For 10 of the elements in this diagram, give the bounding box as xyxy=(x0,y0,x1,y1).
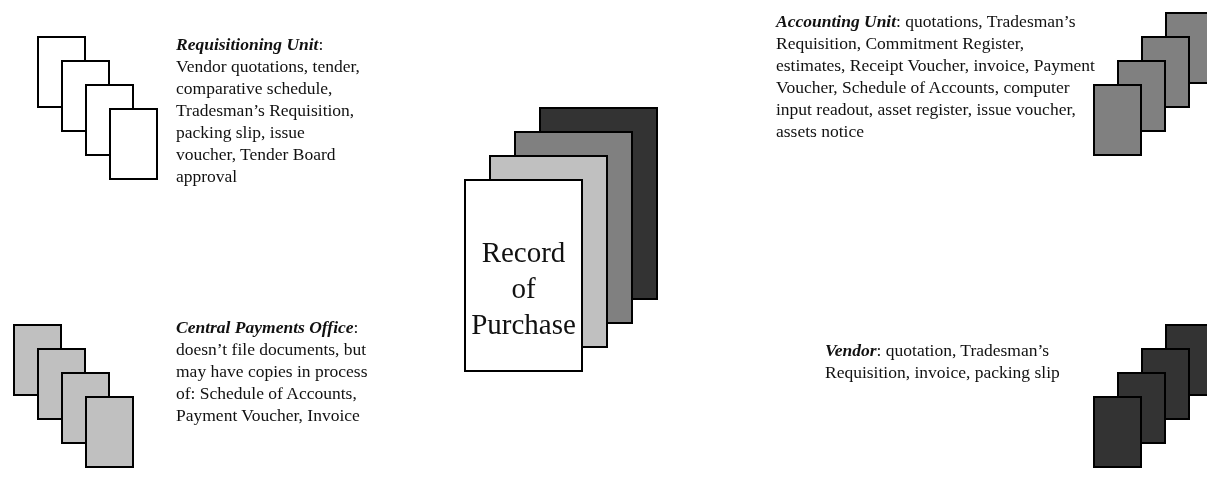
node-text: Record of Purchase xyxy=(470,234,577,342)
description-text: Vendor: quotation, Tradesman’s Requisition, invoice, packing slip xyxy=(825,339,1061,383)
document-stack xyxy=(464,107,658,372)
document-stack xyxy=(37,36,158,180)
description-text: Requisitioning Unit: Vendor quotations, tender, comparative schedule, Tradesman’s Requisition, packing slip, issue voucher, Tender Board approval xyxy=(176,33,361,187)
document-stack xyxy=(1093,324,1207,468)
description-text: Accounting Unit: quotations, Tradesman’s Requisition, Commitment Register, estimates, Receipt Voucher, invoice, Payment Voucher, Schedule of Accounts, computer input readout, asset register, issue voucher, assets notice xyxy=(776,10,1096,142)
description-text: Central Payments Office: doesn’t file documents, but may have copies in process of: Schedule of Accounts, Payment Voucher, Invoice xyxy=(176,316,369,426)
document-stack xyxy=(13,324,134,468)
document-stack xyxy=(1093,12,1207,156)
